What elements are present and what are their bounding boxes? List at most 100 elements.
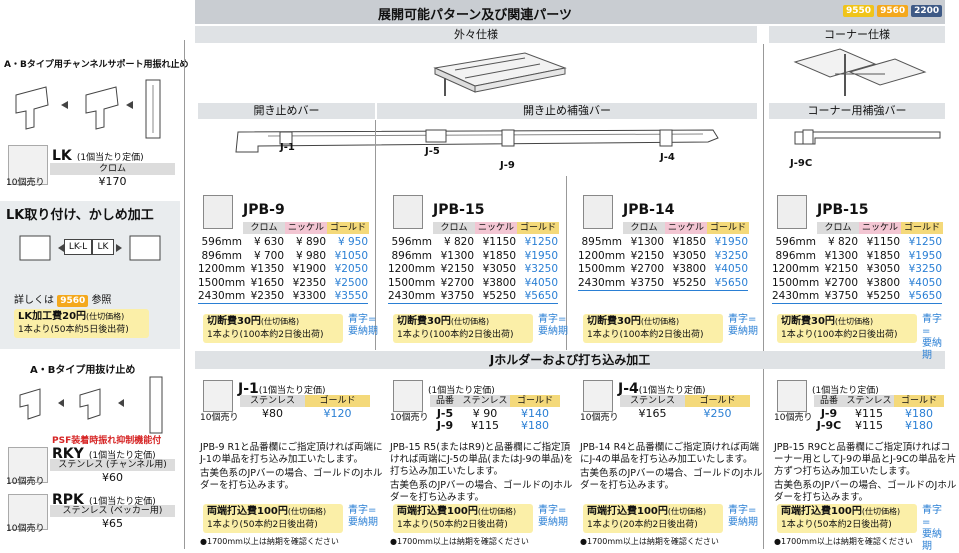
blue-note-2: 要納期 <box>728 326 758 337</box>
jpb-cell: 1200mm <box>198 263 246 275</box>
j-title: J-4(1個当たり定価) <box>618 378 706 397</box>
lk-finish: クロム <box>50 163 175 175</box>
jpb-cell: ¥5250 <box>482 290 516 302</box>
cut-fee: 切断費30円 <box>207 316 261 327</box>
jpb-cell: ¥3750 <box>824 290 858 302</box>
jpb-col-header: クロム <box>623 222 665 234</box>
jpb-col-header: ニッケル <box>475 222 517 234</box>
jpb-cell: 1500mm <box>772 276 820 289</box>
jpb-cell: ¥2350 <box>292 276 326 289</box>
see-ref-badge[interactable]: 9560 <box>57 295 89 307</box>
divider-1 <box>375 120 376 350</box>
j-col-header: 品番 <box>430 395 460 407</box>
blue-note-1: 青字= <box>538 314 567 325</box>
j-name: J-1 <box>238 381 259 397</box>
jpb-col-header: ニッケル <box>859 222 901 234</box>
jpb-cell: ¥1150 <box>866 236 900 248</box>
j-col-header: ゴールド <box>305 395 370 407</box>
j-cell: ¥ 90 <box>472 407 498 420</box>
j-foot: ●1700mm以上は納期を確認ください <box>200 537 339 546</box>
jpb-cell: 596mm <box>775 236 817 248</box>
subsection-stop-support-bar: 開き止め補強バー <box>377 103 757 119</box>
jpb-col-header: ゴールド <box>517 222 559 234</box>
jpb-cell: ¥ 700 <box>253 249 284 262</box>
jpb-col-header: クロム <box>243 222 285 234</box>
j-col-header: ステンレス <box>460 395 510 407</box>
rpk-finish: ステンレス (ベッカー用) <box>50 505 175 517</box>
j-col-headers: ステンレスゴールド <box>620 395 750 407</box>
jpb-cell: ¥3550 <box>334 290 368 302</box>
j-unit: (1個当たり定価) <box>638 386 706 396</box>
jpb-cell: ¥1350 <box>250 263 284 275</box>
blue-note: 青字=要納期 <box>922 314 945 362</box>
blue-note: 青字=要納期 <box>348 314 378 338</box>
jpb-row: 1200mm¥2150¥3050¥3250 <box>578 250 748 263</box>
jpb-photo <box>583 195 613 229</box>
j-foot: ●1700mm以上は納期を確認ください <box>774 537 913 546</box>
jpb-row: 2430mm¥3750¥5250¥5650 <box>772 290 942 304</box>
blue-note-2: 要納期 <box>348 517 378 528</box>
jpb-cell: ¥1250 <box>908 236 942 248</box>
j-pack: 10個売り <box>390 413 429 423</box>
jpb-cell: ¥3250 <box>908 263 942 275</box>
jpb-col-headers: クロムニッケルゴールド <box>623 222 749 234</box>
rpk-pack: 10個売り <box>6 524 45 534</box>
blue-note-1: 青字= <box>728 505 757 516</box>
j-row: ¥80¥120 <box>240 408 370 420</box>
cut-fee-note: 切断費30円(仕切価格)1本より(100本約2日後出荷) <box>393 314 533 343</box>
jpb-cell: ¥ 630 <box>253 236 284 248</box>
lk-label: LK <box>92 239 114 255</box>
jpb-cell: ¥1300 <box>824 249 858 262</box>
jpb-name: JPB-15 <box>433 202 485 218</box>
blue-note-1: 青字= <box>348 314 377 325</box>
rky-pack: 10個売り <box>6 477 45 487</box>
j-photo <box>393 380 423 412</box>
jpb-col-header: ニッケル <box>285 222 327 234</box>
j-cell: J-9 <box>820 407 838 420</box>
jpb-cell: ¥1150 <box>482 236 516 248</box>
jpb-cell: 896mm <box>391 249 433 262</box>
lk-fee-label: (仕切価格) <box>86 312 125 321</box>
jpb-cell: ¥5250 <box>866 290 900 302</box>
j-col-header: ゴールド <box>894 395 944 407</box>
jpb-cell: ¥5250 <box>672 276 706 289</box>
lk-fee-sub: 1本より(50本約5日後出荷) <box>18 325 129 335</box>
j-fee-note: 両端打込費100円(仕切価格)1本より(50本約2日後出荷) <box>777 504 917 533</box>
lk-price: ¥170 <box>98 175 127 188</box>
jpb-cell: ¥1050 <box>334 249 368 262</box>
rky-name: RKY <box>52 446 84 462</box>
cut-fee: 切断費30円 <box>587 316 641 327</box>
page-badges: 9550 9560 2200 <box>843 5 943 17</box>
jpb-cell: ¥1950 <box>714 236 748 248</box>
j-photo <box>203 380 233 412</box>
j-unit: (1個当たり定価) <box>258 386 326 396</box>
j-title: (1個当たり定価) <box>812 378 879 397</box>
divider-3 <box>763 44 764 549</box>
j-desc: JPB-15 R9Cと品番欄にご指定頂ければコーナー用としてJ-9の単品とJ-9… <box>774 442 959 504</box>
jpb-cell: ¥3250 <box>524 263 558 275</box>
j-fee-sub: 1本より(50本約2日後出荷) <box>207 520 318 530</box>
jpb-col-header: ゴールド <box>901 222 943 234</box>
jpb-cell: ¥2150 <box>824 263 858 275</box>
j-fee-note: 両端打込費100円(仕切価格)1本より(50本約2日後出荷) <box>203 504 343 533</box>
jpb-cell: 596mm <box>391 236 433 248</box>
jholder-heading: Jホルダーおよび打ち込み加工 <box>195 351 945 369</box>
j-row: J-9¥115¥180 <box>814 408 944 420</box>
j-cell: ¥180 <box>905 419 933 432</box>
j-col-header: ステンレス <box>240 395 305 407</box>
rpk-name: RPK <box>52 492 84 508</box>
jpb-cell: 2430mm <box>388 290 436 302</box>
jpb-row: 896mm¥1300¥1850¥1950 <box>772 249 943 263</box>
jpb-cell: ¥2500 <box>334 276 368 289</box>
rpk-unit: (1個当たり定価) <box>88 497 156 507</box>
j-fee-label: (仕切価格) <box>667 507 707 516</box>
lk-title: LK (1個当たり定価) <box>52 145 144 164</box>
j-cell: ¥165 <box>638 407 667 420</box>
j-desc-2: 古美色系のJPバーの場合、ゴールドのJホルダーを打ち込みます。 <box>390 480 573 503</box>
jpb-cell: ¥1950 <box>908 249 942 262</box>
j-fee-sub: 1本より(50本約2日後出荷) <box>781 520 892 530</box>
jpb-row: 896mm¥ 700¥ 980¥1050 <box>198 249 369 263</box>
j-pack: 10個売り <box>774 413 813 423</box>
badge-2200: 2200 <box>911 5 943 17</box>
